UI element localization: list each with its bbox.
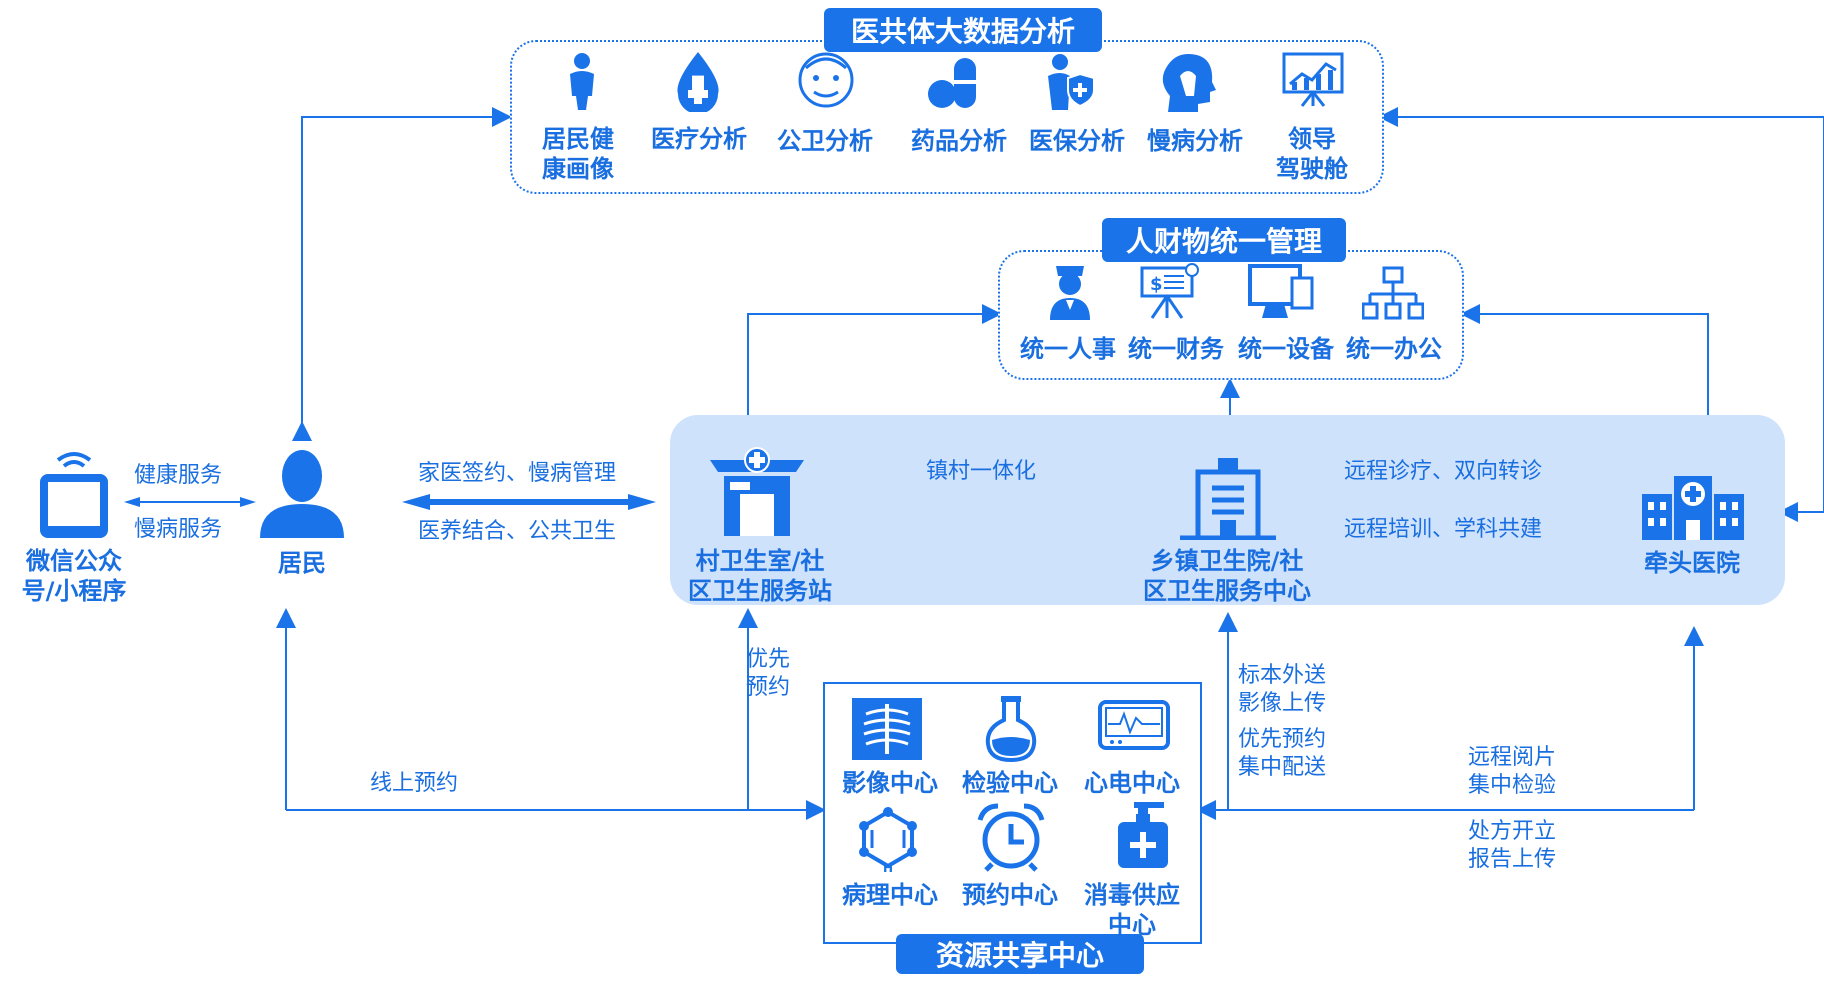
edge-label: 镇村一体化 — [926, 459, 1037, 484]
node-town: 乡镇卫生院/社 区卫生服务中心 — [1143, 547, 1311, 605]
arrow-resident-village — [402, 494, 656, 510]
disinfect-bottle-icon — [1118, 802, 1168, 868]
clinic-icon — [710, 447, 804, 536]
elder-face-icon — [798, 52, 854, 108]
edge-label: 线上预约 — [370, 771, 459, 796]
arrow-wechat-resident — [124, 497, 256, 507]
big-data-title: 医共体大数据分析 — [824, 8, 1102, 52]
edge-hospital-management — [1460, 304, 1718, 476]
big-data-item-label: 医疗分析 — [651, 125, 747, 153]
node-resident: 居民 — [278, 549, 326, 577]
resource-item-label: 影像中心 — [842, 769, 938, 797]
edge-label: 优先 预约 — [746, 647, 791, 700]
resource-item-label: 预约中心 — [962, 881, 1058, 909]
person-icon — [570, 53, 594, 110]
big-data-item-label: 医保分析 — [1029, 127, 1125, 155]
edge-resident-bigdata — [292, 107, 512, 441]
computer-icon — [1248, 264, 1314, 318]
big-data-item-label: 慢病分析 — [1147, 127, 1243, 155]
pills-icon — [928, 58, 976, 108]
big-data-item-label: 居民健 康画像 — [542, 125, 614, 183]
finance-board-icon: $ — [1140, 263, 1199, 319]
edge-village-management — [738, 304, 1002, 476]
town-hospital-icon — [1180, 458, 1276, 540]
big-data-item-label: 药品分析 — [911, 127, 1007, 155]
edge-label: 处方开立 报告上传 — [1468, 819, 1557, 872]
edge-label: 远程阅片 集中检验 — [1468, 745, 1557, 798]
molecule-icon: H — [859, 807, 917, 872]
lead-hospital-icon — [1642, 476, 1744, 540]
big-data-item-label: 领导 驾驶舱 — [1276, 125, 1348, 183]
flask-icon — [985, 696, 1037, 762]
edge-label: 远程诊疗、双向转诊 — [1344, 459, 1543, 484]
xray-icon — [852, 698, 922, 760]
resource-item-label: 病理中心 — [842, 881, 938, 909]
node-village: 村卫生室/社 区卫生服务站 — [688, 547, 832, 605]
resource-item-label: 消毒供应 中心 — [1084, 881, 1180, 939]
edge-label: 健康服务 — [134, 463, 223, 488]
head-profile-icon — [1162, 54, 1216, 112]
node-wechat: 微信公众 号/小程序 — [21, 547, 127, 605]
insurance-person-icon — [1048, 54, 1095, 110]
nurse-icon — [1050, 266, 1090, 320]
alarm-clock-icon — [977, 803, 1045, 872]
edge-label: 家医签约、慢病管理 — [418, 461, 617, 486]
resource-title: 资源共享中心 — [896, 934, 1144, 974]
edge-label: 远程培训、学科共建 — [1344, 517, 1543, 542]
management-item-label: 统一财务 — [1128, 335, 1224, 363]
management-title: 人财物统一管理 — [1102, 218, 1346, 262]
tablet-icon — [40, 452, 108, 538]
big-data-item-label: 公卫分析 — [777, 127, 873, 155]
edge-label: 标本外送 影像上传 — [1238, 663, 1327, 716]
edge-label: 慢病服务 — [134, 517, 223, 542]
drop-plus-icon — [677, 52, 719, 112]
management-item-label: 统一人事 — [1020, 335, 1116, 363]
resident-icon — [260, 450, 344, 538]
management-item-label: 统一办公 — [1346, 335, 1442, 363]
ecg-monitor-icon — [1098, 700, 1170, 750]
svg-text:$: $ — [1150, 274, 1163, 295]
svg-text:H: H — [883, 861, 893, 872]
management-item-label: 统一设备 — [1238, 335, 1334, 363]
edge-label: 医养结合、公共卫生 — [418, 519, 617, 544]
dashboard-icon — [1282, 52, 1344, 107]
org-chart-icon — [1362, 266, 1424, 320]
node-hospital: 牵头医院 — [1644, 549, 1740, 577]
resource-item-label: 心电中心 — [1084, 769, 1180, 797]
big-data-panel — [510, 40, 1384, 194]
resource-item-label: 检验中心 — [962, 769, 1058, 797]
edge-label: 优先预约 集中配送 — [1238, 727, 1327, 780]
